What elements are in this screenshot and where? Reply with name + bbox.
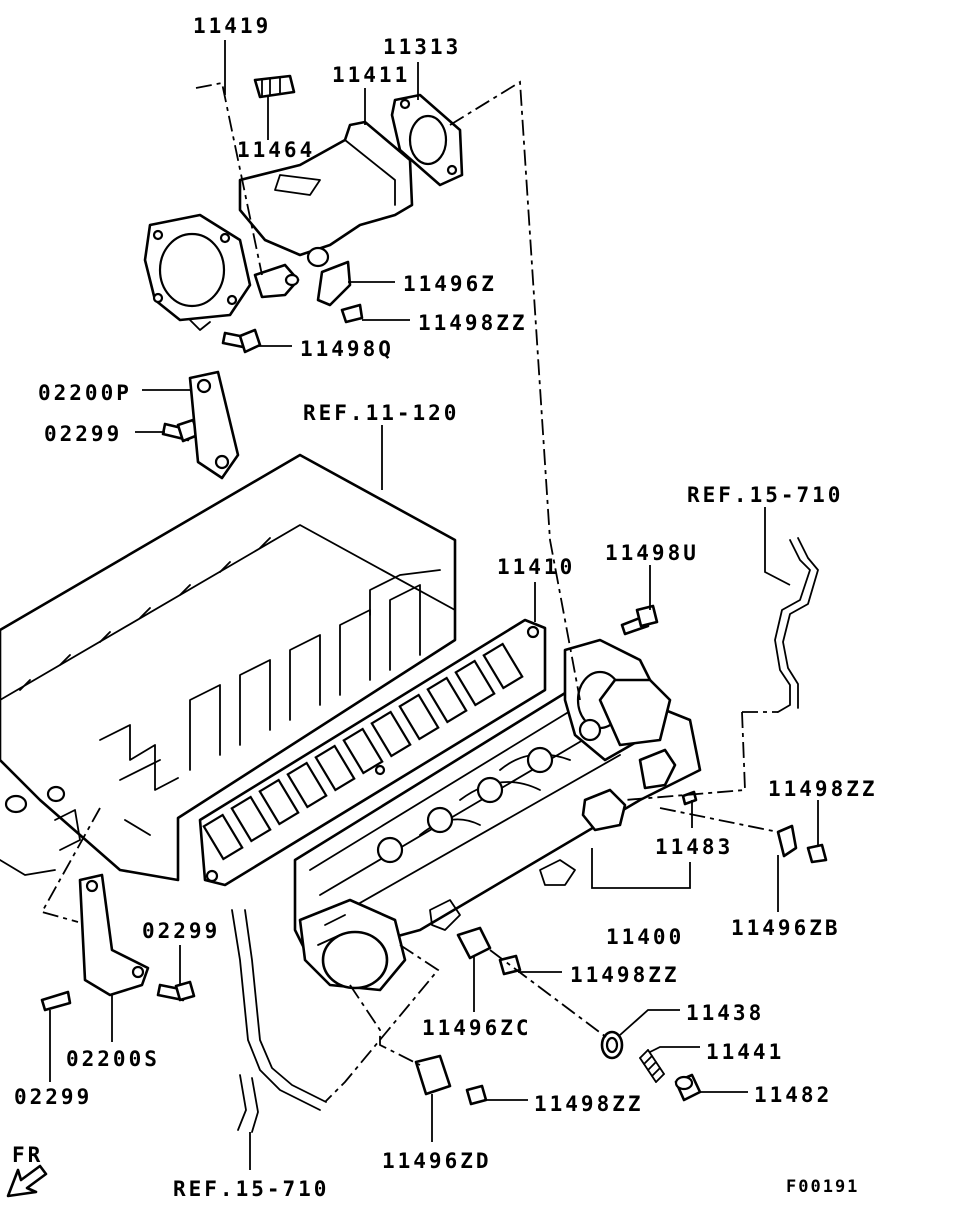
hoses bbox=[231, 537, 819, 1133]
part-labels: 11419 11313 11411 11464 11496Z 11498ZZ 1… bbox=[14, 14, 878, 1201]
front-direction-marker: FR bbox=[6, 1143, 48, 1198]
label-02299-mid: 02299 bbox=[142, 919, 220, 943]
front-label: FR bbox=[12, 1143, 43, 1167]
label-11482: 11482 bbox=[754, 1083, 832, 1107]
label-11313: 11313 bbox=[383, 35, 461, 59]
label-11464: 11464 bbox=[237, 138, 315, 162]
manifold-gasket bbox=[198, 618, 547, 887]
label-11483: 11483 bbox=[655, 835, 733, 859]
label-11498zz-mid: 11498ZZ bbox=[570, 963, 680, 987]
bracket-11496zc bbox=[456, 926, 492, 960]
bolt-02299-mid bbox=[156, 980, 196, 1002]
bracket-02200s bbox=[78, 873, 150, 997]
label-11438: 11438 bbox=[686, 1001, 764, 1025]
spring-11441 bbox=[639, 1049, 665, 1083]
label-11496zd: 11496ZD bbox=[382, 1149, 492, 1173]
label-11496zb: 11496ZB bbox=[731, 916, 841, 940]
bracket-11496zb bbox=[776, 824, 798, 858]
leader-lines bbox=[49, 40, 819, 1170]
assembly-lines bbox=[40, 80, 779, 1103]
bracket-02200p bbox=[188, 370, 240, 480]
label-11498zz-bottom: 11498ZZ bbox=[534, 1092, 644, 1116]
bolt-02299-left bbox=[161, 418, 200, 443]
bolt-11498zz-top bbox=[340, 303, 364, 324]
label-11441: 11441 bbox=[706, 1040, 784, 1064]
label-02299-left: 02299 bbox=[44, 422, 122, 446]
bolt-11498zz-right bbox=[806, 843, 828, 864]
cylinder-head bbox=[0, 453, 457, 882]
label-ref-15-710-bottom: REF.15-710 bbox=[173, 1177, 329, 1201]
label-11410: 11410 bbox=[497, 555, 575, 579]
label-11419: 11419 bbox=[193, 14, 271, 38]
label-11400: 11400 bbox=[606, 925, 684, 949]
bolt-11498zz-bottom bbox=[465, 1084, 488, 1106]
label-11498zz-top: 11498ZZ bbox=[418, 311, 528, 335]
label-11411: 11411 bbox=[332, 63, 410, 87]
label-ref-11-120: REF.11-120 bbox=[303, 401, 459, 425]
figure-code: F00191 bbox=[786, 1177, 859, 1197]
bolts bbox=[40, 303, 828, 1106]
label-11498u: 11498U bbox=[605, 541, 699, 565]
throttle-body-assembly bbox=[143, 74, 464, 331]
bolt-02299-bottom bbox=[40, 990, 72, 1012]
label-02299-bottom: 02299 bbox=[14, 1085, 92, 1109]
bolt-11498q bbox=[221, 328, 262, 354]
label-11498zz-right: 11498ZZ bbox=[768, 777, 878, 801]
brackets bbox=[78, 370, 798, 1096]
label-11496zc: 11496ZC bbox=[422, 1016, 532, 1040]
intake-manifold bbox=[293, 638, 702, 992]
cap-11482 bbox=[674, 1073, 702, 1102]
label-02200s: 02200S bbox=[66, 1047, 160, 1071]
label-11496z: 11496Z bbox=[403, 272, 497, 296]
front-arrow-icon bbox=[6, 1164, 48, 1198]
seal-11438 bbox=[600, 1030, 624, 1060]
label-11498q: 11498Q bbox=[300, 337, 394, 361]
bracket-11496zd bbox=[414, 1054, 452, 1096]
label-02200p: 02200P bbox=[38, 381, 132, 405]
bolt-11498u bbox=[620, 604, 659, 636]
label-ref-15-710-top: REF.15-710 bbox=[687, 483, 843, 507]
small-parts bbox=[600, 790, 702, 1102]
